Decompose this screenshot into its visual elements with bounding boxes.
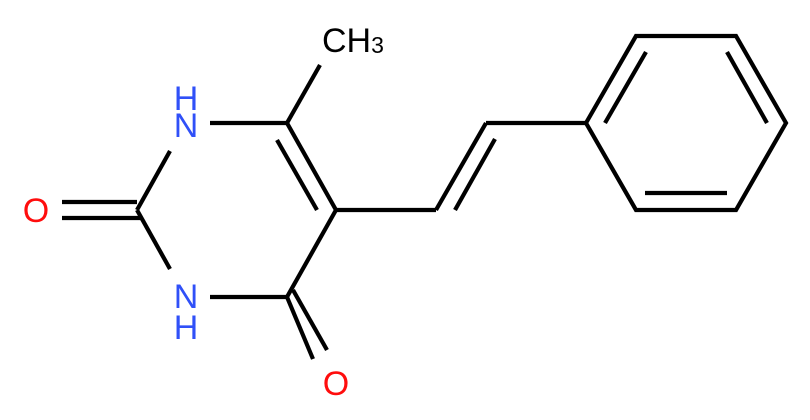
atom-n3: N: [174, 278, 199, 316]
atom-o2: O: [23, 192, 49, 230]
atom-o4: O: [323, 365, 349, 403]
bond-c6-c5-inner: [275, 138, 319, 212]
bonds: [62, 33, 789, 360]
bond-c6-c5: [285, 121, 338, 212]
atom-n3-hydrogen: H: [174, 309, 199, 347]
bond-c5-c4: [285, 208, 338, 299]
bond-c4-o4-b: [291, 288, 329, 352]
methyl-subscript: 3: [371, 32, 384, 58]
bond-c2-n1: [135, 149, 172, 212]
bond-c6-methyl: [285, 63, 322, 125]
atom-n1-hydrogen: H: [174, 80, 199, 118]
bond-n3-c2: [135, 208, 172, 271]
bond-vinyl-double: [434, 121, 488, 212]
bond-vinyl-double-inner: [453, 137, 497, 212]
atom-labels: H N N H O O CH3: [23, 22, 384, 403]
phenyl-inner-2: [725, 50, 769, 125]
phenyl-ring: [583, 33, 789, 213]
bond-c4-o4-a: [285, 296, 315, 360]
phenyl-inner-1: [603, 50, 648, 125]
atom-n1: N: [174, 107, 199, 145]
methyl-group: CH3: [322, 22, 384, 60]
methyl-main: CH: [322, 22, 371, 60]
